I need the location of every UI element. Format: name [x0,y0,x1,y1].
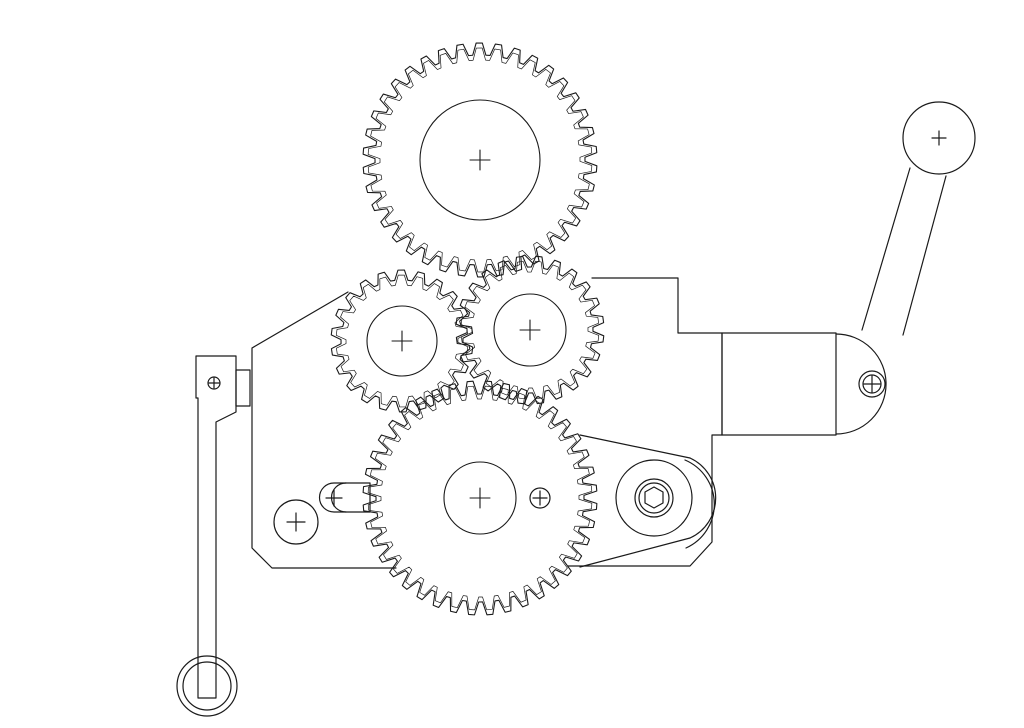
left-idler-gear [330,269,474,413]
crank-pivot [858,370,886,398]
quadrant-boss [615,459,693,537]
quadrant-bolt-head [634,478,674,518]
gearbox-frame [251,277,723,569]
frame-hole [529,487,551,509]
shaft-housing [721,332,837,436]
lever-clamp [235,369,251,407]
hex-socket-icon [644,486,664,509]
left-idler-gear-hub [366,305,438,377]
lower-lever [176,355,251,717]
right-idler-gear-tooth-inner-edge [460,260,600,400]
frame-slot [318,482,371,513]
lever-pivot [207,376,221,390]
frame-features [273,482,551,545]
right-idler-gear-teeth [455,255,605,405]
top-gear-teeth [362,42,598,278]
crank-arm-edge-left [861,167,911,331]
bottom-gear-teeth [362,380,598,616]
lever-eye [176,655,238,717]
crank-hub-outline [835,333,887,435]
crank-arm-edge-right [902,175,947,336]
frame-pin [273,499,319,545]
quadrant-arm [579,434,717,568]
top-gear-hub [419,99,541,221]
gears-group [330,42,605,616]
crank-knob [902,101,976,175]
bottom-gear-hub [443,461,517,535]
bottom-gear-tooth-inner-edge [367,385,593,611]
left-idler-gear-tooth-inner-edge [335,274,469,408]
top-gear [362,42,598,278]
crank-handle [835,101,976,435]
bottom-gear [362,380,598,616]
right-idler-gear [455,255,605,405]
right-idler-gear-hub [493,293,567,367]
